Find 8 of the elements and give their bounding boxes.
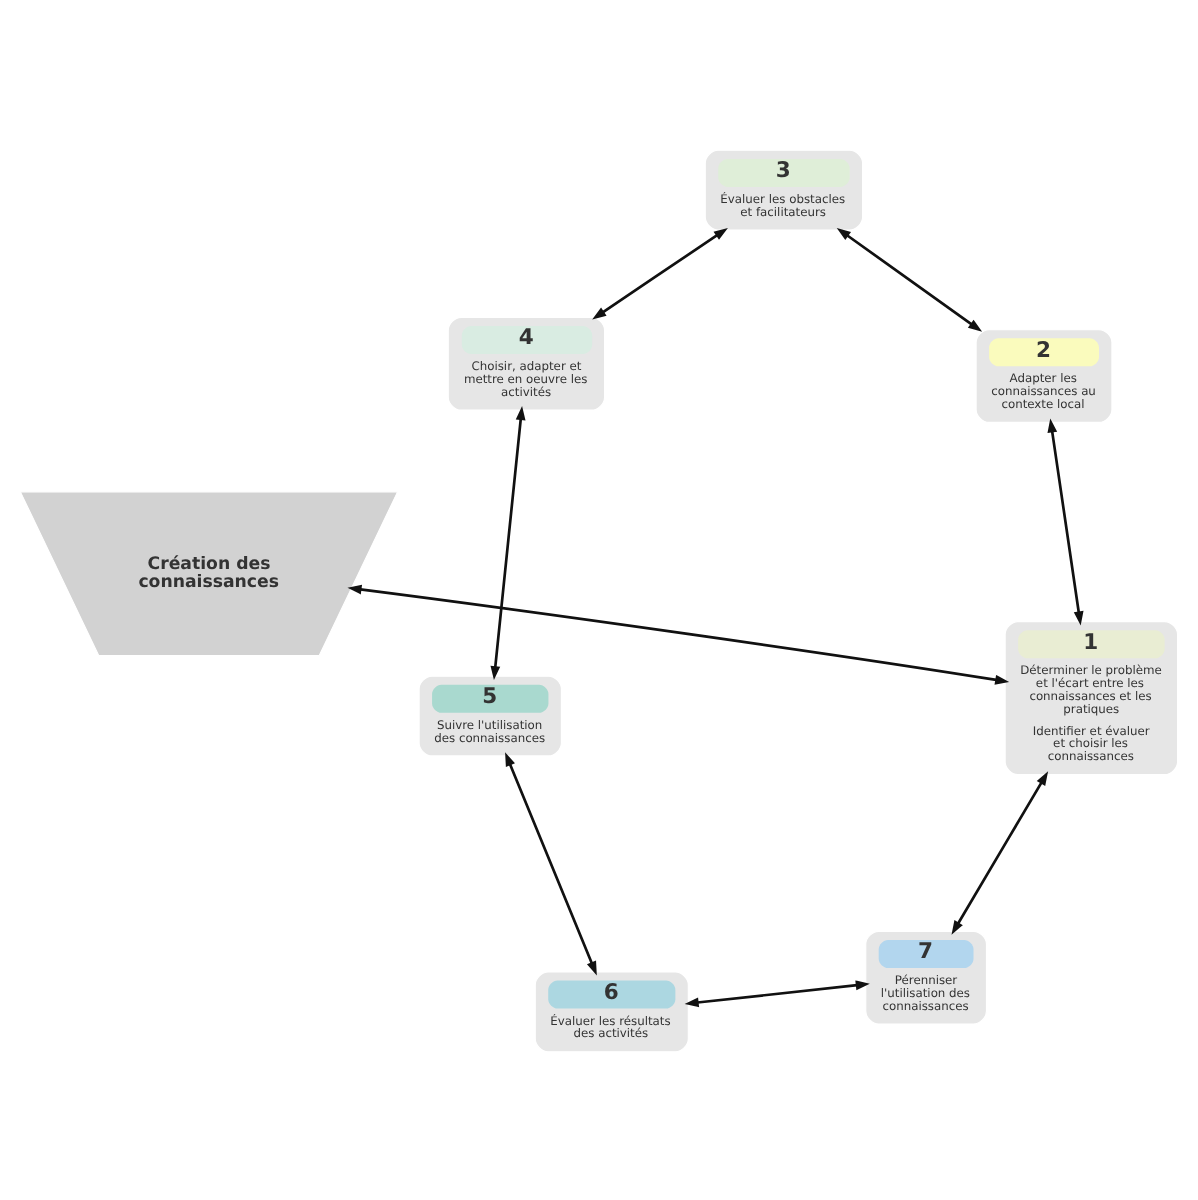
arrow bbox=[347, 583, 1010, 684]
arrow bbox=[490, 405, 526, 680]
arrow bbox=[836, 226, 983, 331]
arrow bbox=[505, 751, 597, 975]
arrow bbox=[1047, 417, 1084, 625]
arrow bbox=[684, 979, 870, 1007]
arrow bbox=[592, 226, 728, 319]
arrow bbox=[951, 770, 1049, 934]
